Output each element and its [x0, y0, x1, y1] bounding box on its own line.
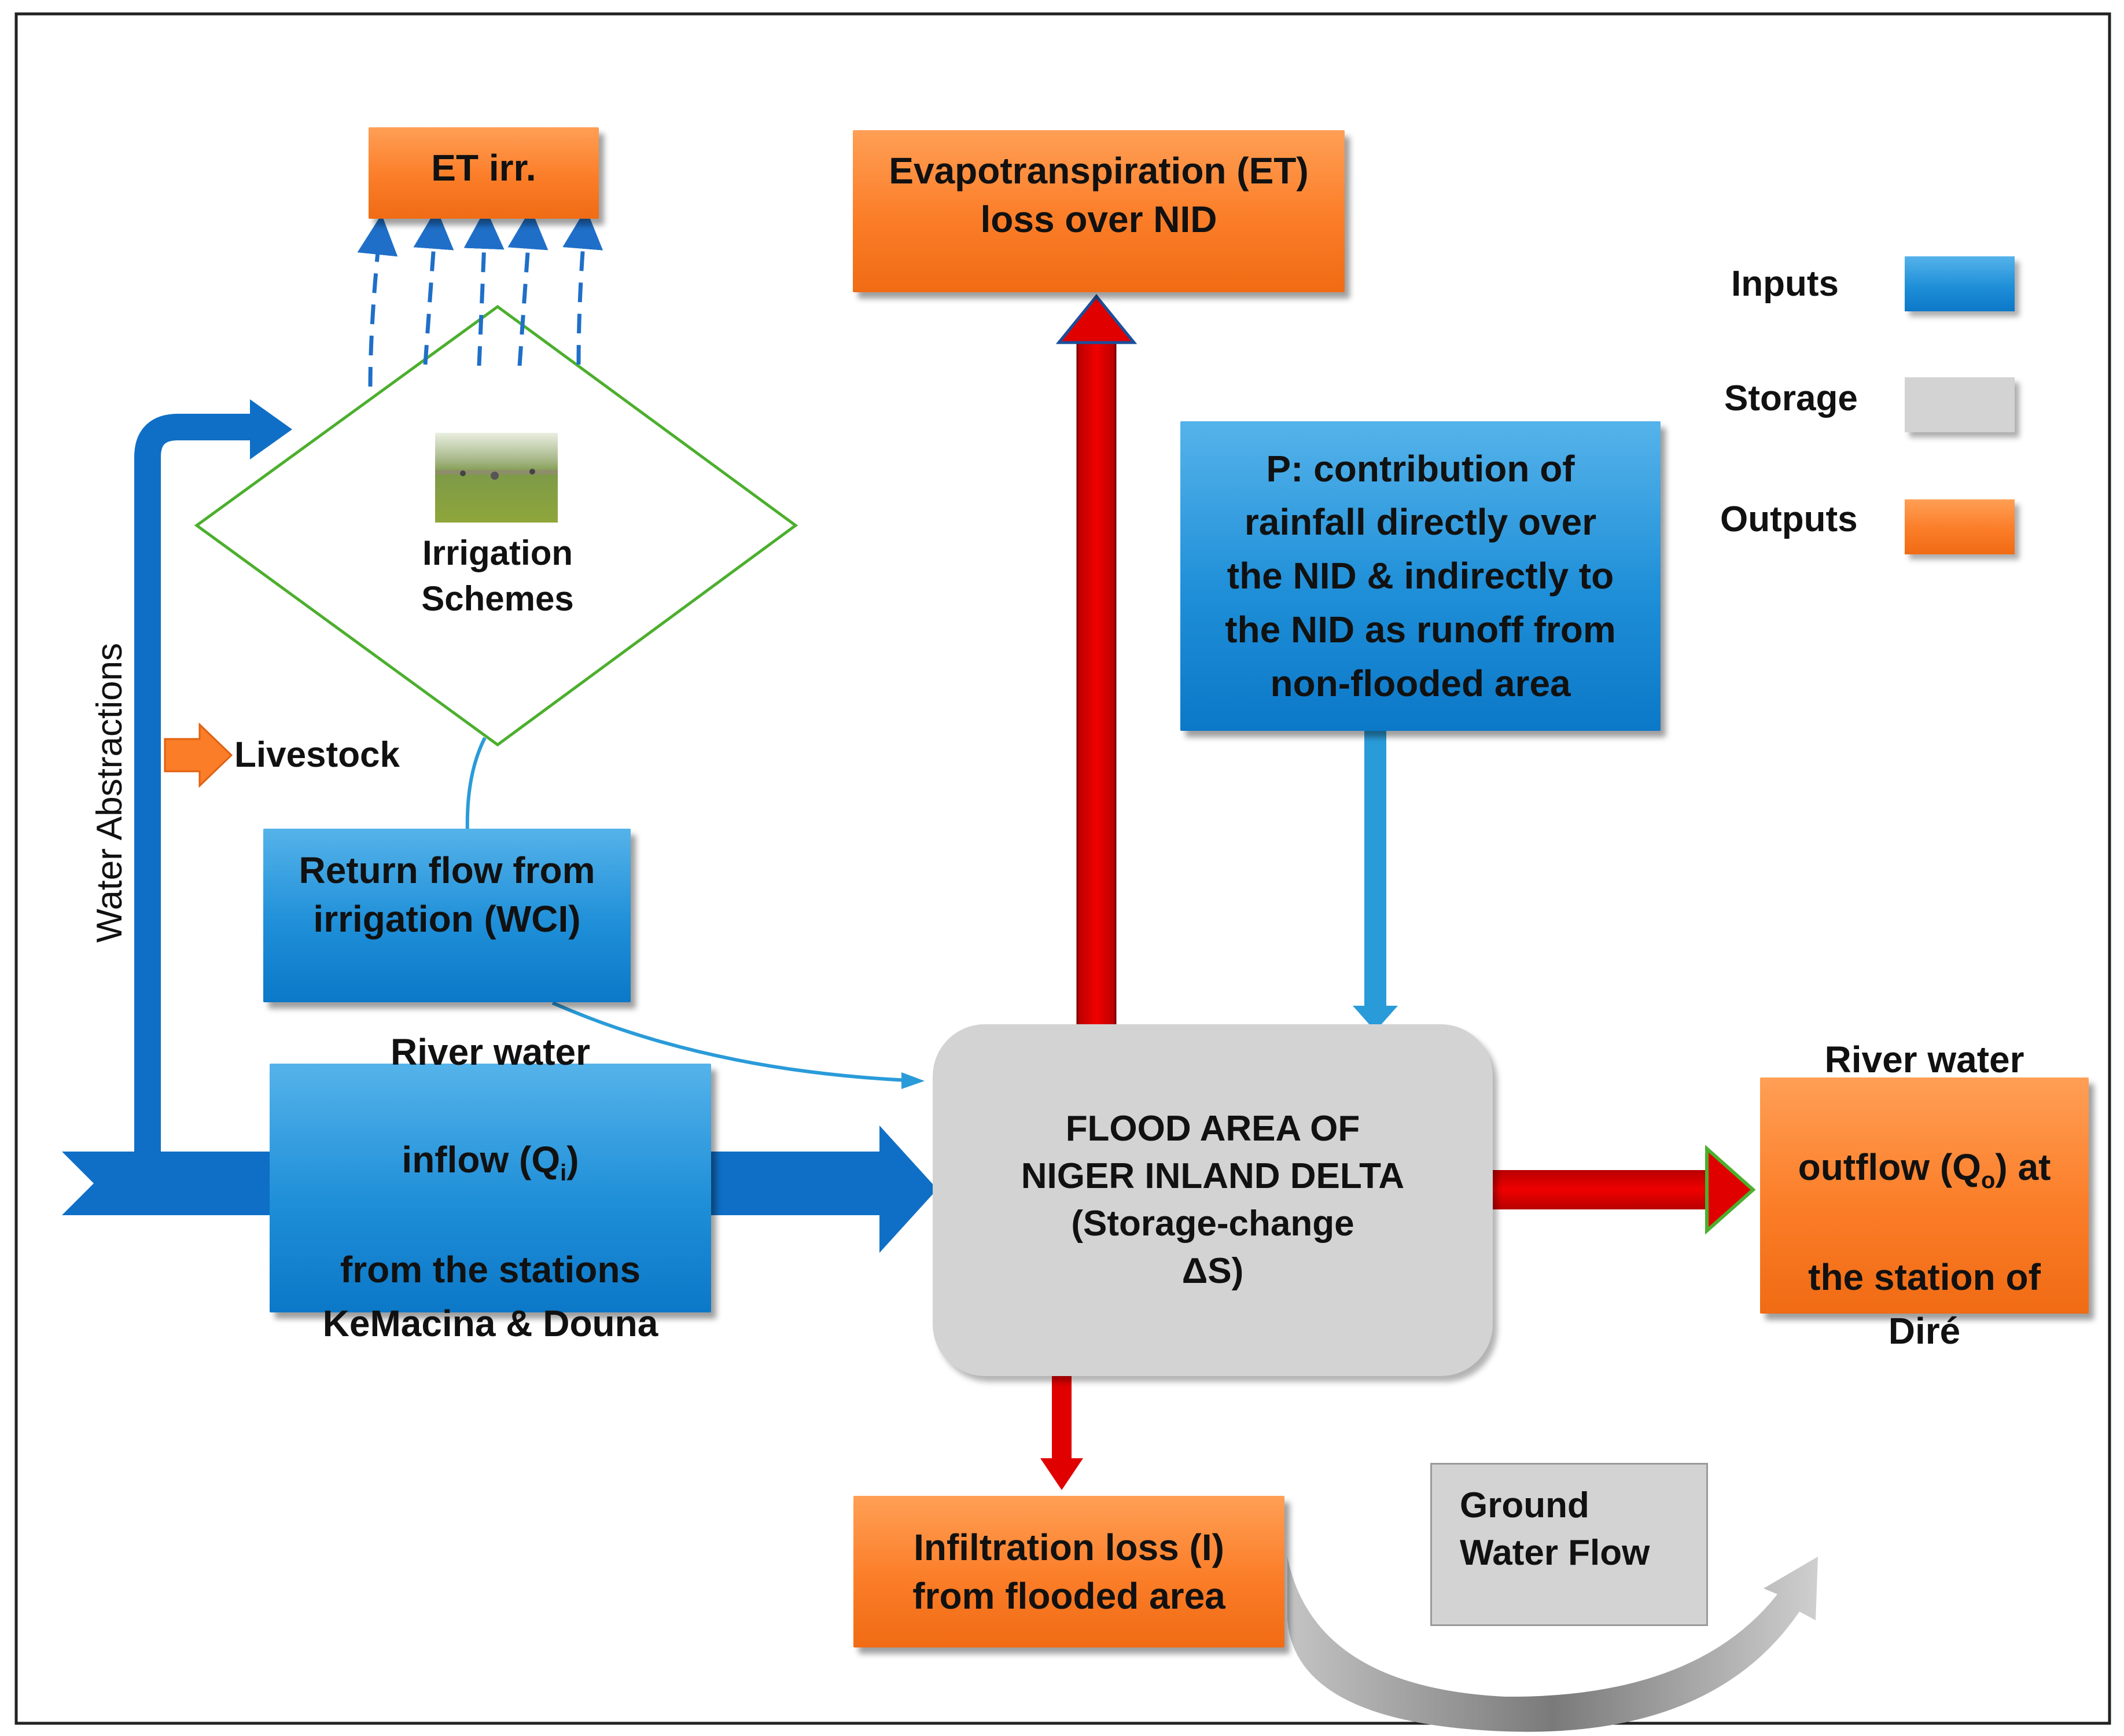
river-inflow-line1: River water [390, 1031, 591, 1073]
legend-outputs-swatch [1905, 499, 2015, 554]
river-outflow-line3: the station of Diré [1808, 1256, 2041, 1352]
groundwater-arc [1287, 1557, 1818, 1732]
return-flow-arrowhead [901, 1072, 925, 1089]
rainfall-box: P: contribution of rainfall directly ove… [1180, 421, 1661, 731]
rainfall-label: P: contribution of rainfall directly ove… [1225, 447, 1616, 704]
groundwater-label: Ground Water Flow [1460, 1485, 1650, 1573]
infiltration-arrow-shaft [1052, 1373, 1072, 1459]
et-irr-dashed-arrows [357, 208, 603, 387]
water-abstractions-label: Water Abstractions [90, 643, 130, 943]
irrigation-schemes-label: Irrigation Schemes [421, 533, 574, 618]
legend-storage-label: Storage [1724, 378, 1858, 418]
return-flow-box: Return flow from irrigation (WCI) [263, 829, 631, 1002]
river-outflow-line2: outflow (Qo) at [1798, 1146, 2051, 1193]
irrigation-photo [435, 433, 558, 523]
et-loss-arrowhead [1055, 294, 1138, 344]
river-inflow-subscript: i [560, 1160, 567, 1186]
river-outflow-text: River water outflow (Qo) at the station … [1798, 979, 2051, 1411]
river-outflow-box: River water outflow (Qo) at the station … [1760, 1039, 2089, 1352]
river-outflow-subscript: o [1981, 1167, 1996, 1193]
infiltration-box: Infiltration loss (I) from flooded area [853, 1496, 1284, 1647]
legend-inputs-label: Inputs [1731, 264, 1839, 304]
legend-outputs-label: Outputs [1720, 499, 1858, 539]
outflow-arrowhead [1705, 1145, 1756, 1235]
river-inflow-line3: from the stations KeMacina & Douna [322, 1249, 658, 1345]
flood-area-label: FLOOD AREA OF NIGER INLAND DELTA (Storag… [1021, 1109, 1405, 1291]
infiltration-label: Infiltration loss (I) from flooded area [912, 1526, 1225, 1617]
diamond-return-connector [465, 737, 487, 834]
irrigation-schemes-label-wrap: Irrigation Schemes [382, 527, 613, 625]
river-inflow-text: River water inflow (Qi) from the station… [323, 972, 658, 1404]
flood-area-box: FLOOD AREA OF NIGER INLAND DELTA (Storag… [933, 1024, 1493, 1376]
et-nid-label: Evapotranspiration (ET) loss over NID [889, 150, 1309, 241]
groundwater-box: Ground Water Flow [1430, 1463, 1708, 1626]
livestock-label-wrap: Livestock [234, 730, 419, 779]
livestock-arrow [164, 722, 233, 788]
river-inflow-line2: inflow (Qi) [402, 1138, 579, 1186]
outflow-arrow-shaft [1490, 1170, 1710, 1209]
legend-inputs-swatch [1905, 256, 2015, 311]
river-inflow-box: River water inflow (Qi) from the station… [270, 1031, 711, 1344]
outer-frame [14, 12, 2111, 1725]
et-nid-box: Evapotranspiration (ET) loss over NID [853, 130, 1345, 292]
water-abstraction-arrowhead [250, 399, 292, 459]
water-abstraction-arrow [134, 414, 255, 1157]
infiltration-arrowhead [1040, 1458, 1083, 1490]
rainfall-arrowhead [1353, 1006, 1398, 1031]
water-abstractions-label-wrap: Water Abstractions [87, 619, 133, 966]
livestock-label: Livestock [234, 734, 400, 775]
et-irr-label: ET irr. [431, 147, 536, 189]
rainfall-arrow-shaft [1364, 730, 1386, 1007]
return-flow-label: Return flow from irrigation (WCI) [299, 849, 595, 940]
et-irr-box: ET irr. [369, 127, 599, 219]
et-loss-arrow-shaft [1076, 339, 1117, 1027]
return-flow-arrow [551, 1001, 909, 1082]
legend-storage-swatch [1905, 377, 2015, 432]
irrigation-diamond [194, 304, 798, 747]
river-outflow-line1: River water [1824, 1039, 2024, 1081]
